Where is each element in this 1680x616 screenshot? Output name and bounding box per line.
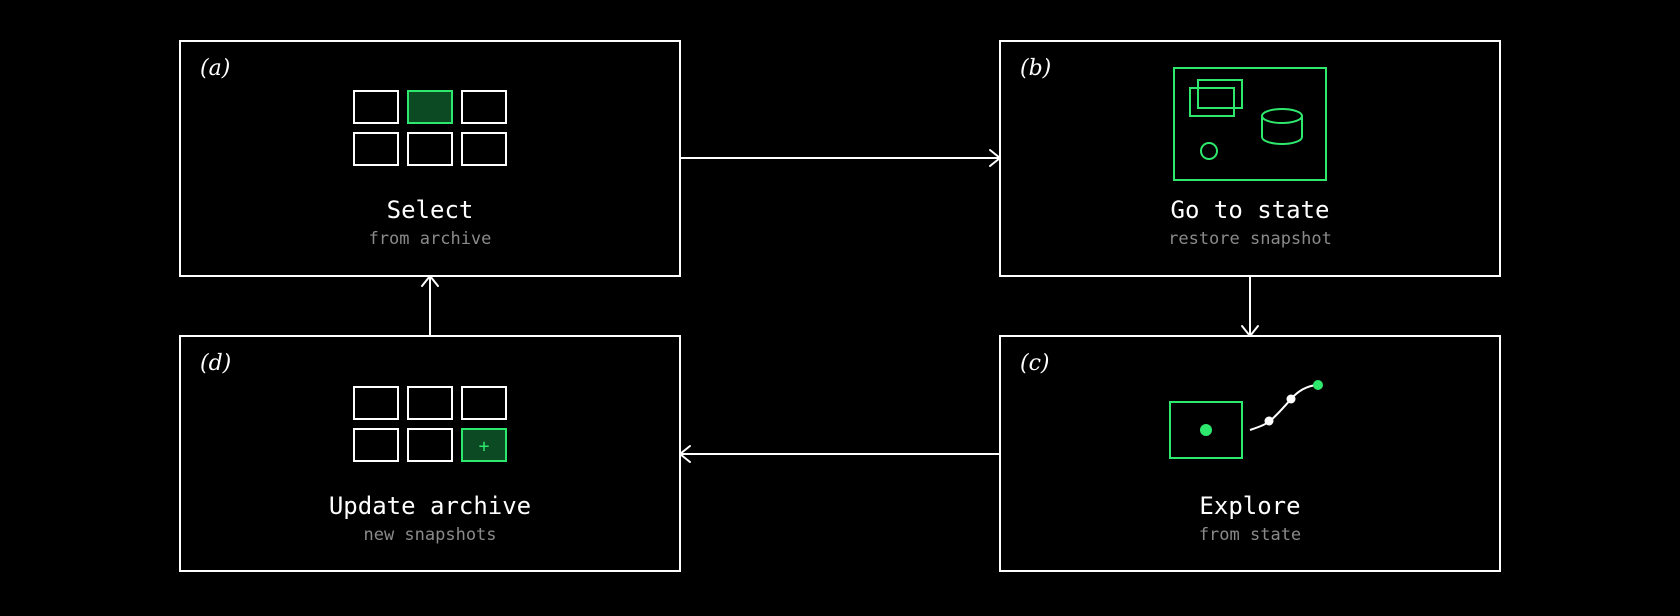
arrow-update-archive-to-select [421, 275, 439, 337]
panel-update-archive-title: Update archive [329, 492, 531, 520]
stacked-window-front-icon [1197, 79, 1243, 109]
panel-explore-title: Explore [1199, 492, 1300, 520]
archive-cell-new [461, 428, 507, 462]
panel-explore: (c) Explore from state [999, 335, 1501, 572]
panel-go-to-state: (b) Go to state restore snapshot [999, 40, 1501, 277]
panel-go-to-state-title: Go to state [1171, 196, 1330, 224]
trajectory-end-point-icon [1313, 380, 1323, 390]
agent-circle-icon [1200, 142, 1218, 160]
stacked-window-back-icon [1189, 87, 1235, 117]
panel-update-archive-subtitle: new snapshots [363, 525, 496, 545]
arrow-go-to-state-to-explore [1241, 275, 1259, 337]
archive-cell [407, 428, 453, 462]
archive-cell [353, 90, 399, 124]
panel-select-subtitle: from archive [369, 229, 492, 249]
archive-cell [353, 428, 399, 462]
panel-select: (a) Select from archive [179, 40, 681, 277]
panel-select-tag: (a) [200, 56, 230, 81]
panel-update-archive: (d) + Update archive new snapshots [179, 335, 681, 572]
panel-update-archive-tag: (d) [200, 351, 231, 376]
panel-explore-tag: (c) [1020, 351, 1050, 376]
archive-cell [407, 386, 453, 420]
arrow-select-to-go-to-state [679, 149, 1001, 167]
archive-cell [353, 386, 399, 420]
state-frame-icon [1173, 67, 1327, 181]
updated-archive-grid-icon: + [353, 386, 507, 462]
trajectory-node-icon [1264, 416, 1274, 426]
archive-cell [461, 386, 507, 420]
panel-go-to-state-tag: (b) [1020, 56, 1051, 81]
start-state-box-icon [1169, 401, 1243, 459]
start-point-icon [1200, 424, 1212, 436]
arrow-explore-to-update-archive [679, 445, 1001, 463]
archive-cell [353, 132, 399, 166]
archive-cell-selected [407, 90, 453, 124]
plus-icon: + [479, 436, 490, 457]
panel-select-title: Select [387, 196, 474, 224]
trajectory-path-icon [1249, 384, 1318, 431]
archive-grid-icon [353, 90, 507, 166]
panel-explore-subtitle: from state [1199, 525, 1301, 545]
exploration-trajectory-icon [1169, 380, 1323, 459]
environment-state-icon [1173, 67, 1327, 181]
archive-cell [461, 90, 507, 124]
database-icon [1261, 108, 1303, 145]
panel-go-to-state-subtitle: restore snapshot [1168, 229, 1332, 249]
trajectory-node-icon [1286, 394, 1296, 404]
archive-cell [407, 132, 453, 166]
archive-cell [461, 132, 507, 166]
